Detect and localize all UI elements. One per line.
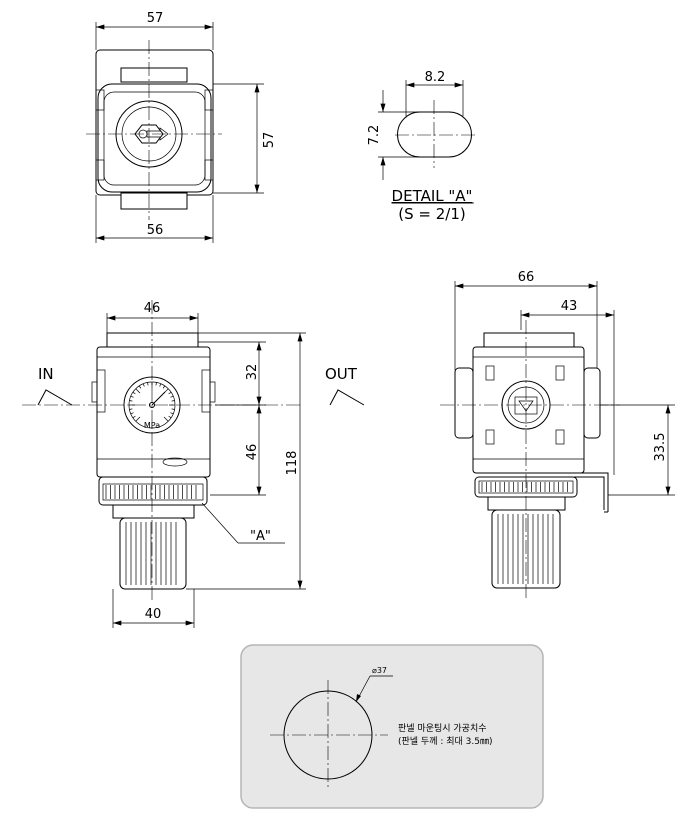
dim-side-66: 66 — [518, 270, 535, 285]
gauge-tick — [132, 391, 136, 395]
dim-front-40: 40 — [145, 607, 162, 622]
gauge-tick — [162, 385, 166, 389]
gauge-tick — [147, 382, 149, 386]
gauge-tick — [168, 391, 172, 395]
detail-a: 8.2 7.2 DETAIL "A" (S = 2/1) — [367, 70, 478, 223]
dim-right-57: 57 — [262, 132, 277, 149]
dim-front-32: 32 — [245, 364, 260, 381]
dim-side-33-5: 33.5 — [653, 433, 668, 462]
knob-ribs — [125, 522, 177, 585]
top-view: 57 57 56 — [86, 11, 277, 243]
gauge-tick — [170, 412, 174, 415]
gauge-tick — [142, 383, 145, 387]
side-knob-ribs — [497, 514, 554, 584]
gauge-tick — [163, 416, 169, 422]
gauge-tick — [168, 415, 172, 419]
ring-ticks — [105, 485, 197, 499]
gauge-tick — [159, 383, 162, 387]
dim-front-46: 46 — [245, 444, 260, 461]
side-view: 66 43 — [440, 270, 675, 600]
gauge-tick — [171, 408, 175, 410]
side-ring-ticks — [481, 482, 568, 492]
dim-bottom-56: 56 — [147, 223, 164, 238]
gauge-tick — [155, 382, 157, 386]
panel-note-line1: 판넬 마운팅시 가공치수 — [398, 722, 487, 734]
gauge-tick — [129, 400, 133, 402]
dim-detail-height: 7.2 — [367, 125, 382, 146]
gauge-tick — [138, 385, 142, 389]
panel-diameter: ⌀37 — [372, 666, 387, 675]
dim-front-118: 118 — [285, 451, 300, 476]
gauge-tick — [132, 415, 136, 419]
gauge-tick — [135, 416, 141, 422]
panel-note-line2: (판넬 두께 : 최대 3.5㎜) — [398, 735, 493, 747]
in-label: IN — [38, 365, 54, 383]
callout-a: "A" — [250, 529, 271, 544]
gauge-tick — [170, 395, 174, 398]
gauge-tick — [171, 400, 175, 402]
out-label: OUT — [325, 365, 358, 383]
gauge-tick — [130, 412, 134, 415]
front-view: 46 MPa IN OUT — [22, 300, 365, 628]
panel-cutout-box: ⌀37 판넬 마운팅시 가공치수 (판넬 두께 : 최대 3.5㎜) — [240, 644, 544, 809]
gauge-unit: MPa — [144, 421, 160, 430]
gauge-tick — [129, 408, 133, 410]
gauge-tick — [130, 395, 134, 398]
detail-title: DETAIL "A" — [392, 187, 473, 205]
detail-scale: (S = 2/1) — [398, 205, 465, 223]
dim-side-43: 43 — [561, 299, 578, 314]
gauge-tick — [135, 388, 141, 394]
dim-top-57: 57 — [147, 11, 164, 26]
dim-detail-width: 8.2 — [425, 70, 446, 85]
